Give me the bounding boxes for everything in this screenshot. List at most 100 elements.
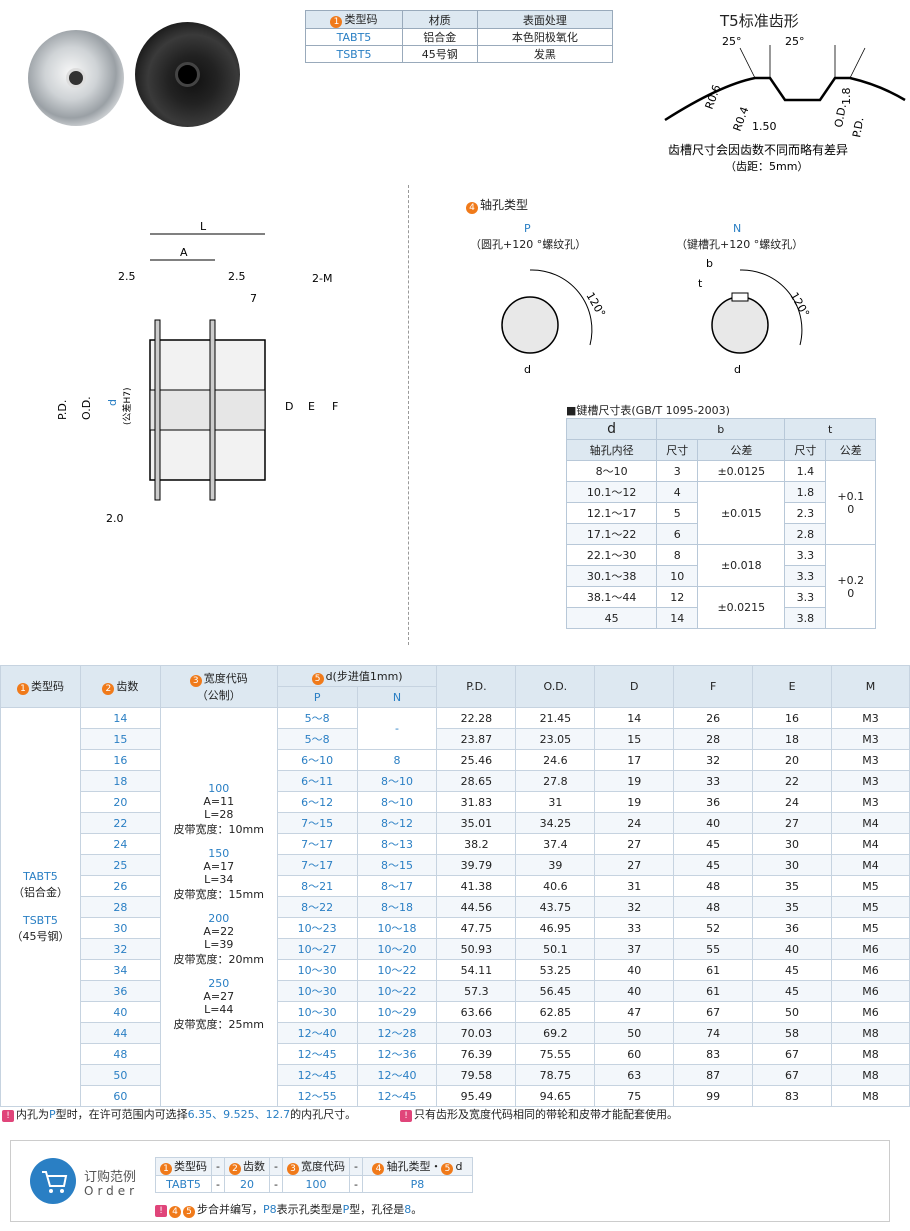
width-label: 100 <box>208 782 230 795</box>
table-cell: 28 <box>673 728 754 750</box>
table-cell: 7～17 <box>276 854 358 876</box>
table-cell: 41.38 <box>436 875 517 897</box>
table-cell: 19 <box>594 791 675 813</box>
table-cell: 10～20 <box>356 938 438 960</box>
width-label: L=28 <box>204 808 234 821</box>
table-cell: 8～10 <box>356 770 438 792</box>
table-cell: 28.65 <box>436 770 517 792</box>
type-label: （铝合金） <box>12 886 68 899</box>
table-cell: 40 <box>79 1001 161 1023</box>
badge-4: 4 <box>169 1206 181 1218</box>
table-cell: 27.8 <box>515 770 596 792</box>
svg-text:L: L <box>200 220 207 233</box>
svg-text:1.8: 1.8 <box>840 88 853 106</box>
svg-text:2.5: 2.5 <box>118 270 136 283</box>
table-cell: 62.85 <box>515 1001 596 1023</box>
table-cell: 25 <box>79 854 161 876</box>
table-cell: M6 <box>830 959 910 981</box>
width-label: 150 <box>208 847 230 860</box>
table-cell: 69.2 <box>515 1022 596 1044</box>
table-cell: 8～22 <box>276 896 358 918</box>
table-cell: 47.75 <box>436 917 517 939</box>
svg-text:R0.6: R0.6 <box>703 83 724 111</box>
tooth-profile-title: T5标准齿形 <box>720 12 799 30</box>
bore-hole <box>175 62 200 87</box>
table-cell: 12～28 <box>356 1022 438 1044</box>
badge-4: 4 <box>466 202 478 214</box>
type-label <box>1 900 80 914</box>
svg-text:P.D.: P.D. <box>56 400 69 420</box>
table-cell: 7～15 <box>276 812 358 834</box>
table-cell: M4 <box>830 854 910 876</box>
table-cell: 45 <box>673 833 754 855</box>
table-cell: 46.95 <box>515 917 596 939</box>
table-cell: M6 <box>830 938 910 960</box>
table-cell: 61 <box>673 980 754 1002</box>
table-cell: M8 <box>830 1064 910 1086</box>
steel-pulley-photo <box>135 22 240 127</box>
width-label: A=11 <box>203 795 235 808</box>
type-label: TABT5 <box>23 870 58 883</box>
svg-text:2.0: 2.0 <box>106 512 124 525</box>
table-cell: 8 <box>356 749 438 771</box>
key-table-title: ■键槽尺寸表(GB/T 1095-2003) <box>566 404 730 417</box>
table-cell: M3 <box>830 728 910 750</box>
svg-text:25°: 25° <box>785 35 805 48</box>
width-label: A=17 <box>203 860 235 873</box>
table-cell: 27 <box>752 812 832 834</box>
svg-text:F: F <box>332 400 338 413</box>
order-example-box <box>10 1140 890 1222</box>
table-cell: 45 <box>752 980 832 1002</box>
table-cell: 6～10 <box>276 749 358 771</box>
table-cell: 22 <box>79 812 161 834</box>
table-cell: 63.66 <box>436 1001 517 1023</box>
svg-text:E: E <box>308 400 315 413</box>
table-cell: 15 <box>79 728 161 750</box>
table-cell: M8 <box>830 1043 910 1065</box>
table-cell: 16 <box>752 707 832 729</box>
table-cell: 5～8 <box>276 728 358 750</box>
table-cell: 58 <box>752 1022 832 1044</box>
badge-3: 3 <box>189 675 202 687</box>
table-cell: 43.75 <box>515 896 596 918</box>
table-cell: 40 <box>752 938 832 960</box>
table-cell: 38.2 <box>436 833 517 855</box>
table-cell: 21.45 <box>515 707 596 729</box>
table-cell: 67 <box>673 1001 754 1023</box>
table-cell: M4 <box>830 833 910 855</box>
width-label: 皮带宽度：15mm <box>173 888 264 901</box>
table-cell: 22.28 <box>436 707 517 729</box>
table-cell: 6～12 <box>276 791 358 813</box>
table-cell: 99 <box>673 1085 754 1107</box>
table-cell: 44.56 <box>436 896 517 918</box>
table-cell: 8～12 <box>356 812 438 834</box>
svg-text:A: A <box>180 246 188 259</box>
table-cell: 83 <box>752 1085 832 1107</box>
badge-1: 1 <box>330 16 343 28</box>
table-cell: 24 <box>79 833 161 855</box>
svg-text:齿槽尺寸会因齿数不同而略有差异: 齿槽尺寸会因齿数不同而略有差异 <box>668 142 848 157</box>
table-cell: 30 <box>79 917 161 939</box>
table-cell: 24 <box>752 791 832 813</box>
svg-text:1.50: 1.50 <box>752 120 777 133</box>
divider-line <box>408 185 409 645</box>
table-cell: M6 <box>830 980 910 1002</box>
table-cell: 32 <box>673 749 754 771</box>
table-cell: 33 <box>673 770 754 792</box>
tooth-profile-diagram: 25° 25° R0.6 R0.4 1.50 O.D. P.D. 1.8 齿槽尺… <box>664 35 906 173</box>
table-cell: 34.25 <box>515 812 596 834</box>
bore-type-p-desc: （圆孔+120 °螺纹孔） <box>470 238 587 251</box>
svg-text:O.D.: O.D. <box>80 396 93 420</box>
info-icon: ! <box>2 1110 14 1122</box>
table-cell: 45 <box>752 959 832 981</box>
bore-n-diagram: 120° b t d <box>698 257 812 376</box>
